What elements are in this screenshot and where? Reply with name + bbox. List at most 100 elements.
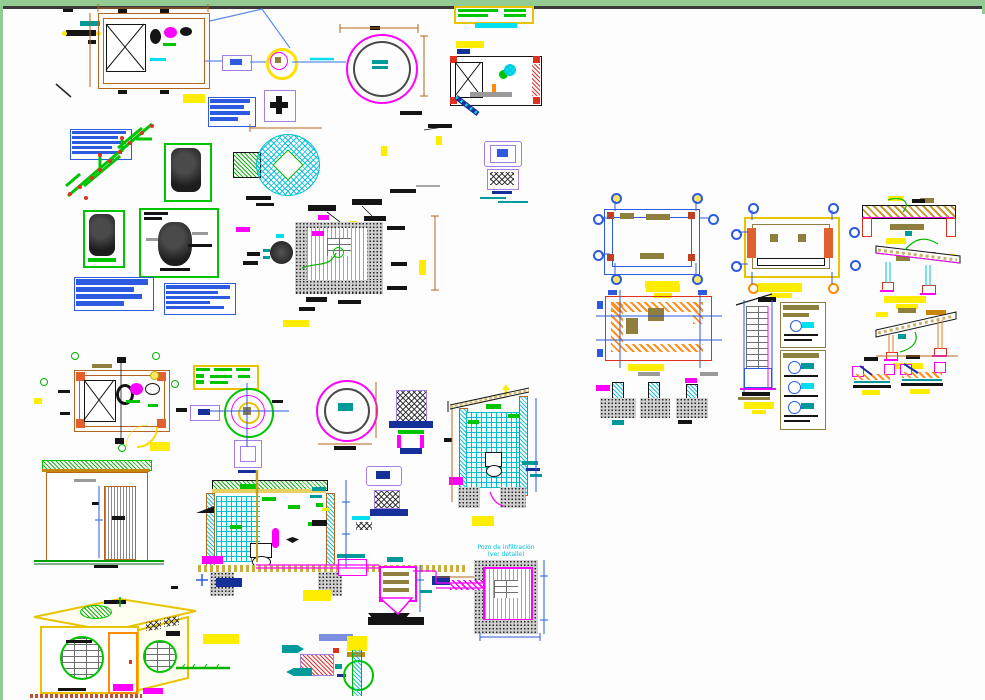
- dim-bar: [118, 90, 127, 94]
- dim-bar: [80, 21, 100, 26]
- grate-post: [397, 435, 401, 448]
- label-bar: [166, 631, 180, 636]
- cap-bar: [700, 372, 718, 376]
- brick-circle-side: [143, 640, 177, 673]
- pier-olive: [770, 234, 778, 242]
- ring-mark-yellow: [436, 136, 442, 145]
- label-yellow: [456, 41, 484, 48]
- column-stub: [648, 382, 660, 399]
- axis-bubble: [611, 274, 622, 285]
- dim-bar: [272, 400, 283, 403]
- ground-band: [198, 565, 468, 572]
- elevation-note: [74, 479, 96, 482]
- lavatory-plan-b: [145, 383, 160, 395]
- trap-box-lid: [337, 554, 365, 558]
- label-yellow: [150, 442, 170, 451]
- toilet-bowl-2: [486, 465, 502, 477]
- label-olive: [896, 256, 910, 261]
- table-row: [166, 296, 230, 299]
- cistern-detail-section: [487, 169, 519, 190]
- table-row: [76, 301, 124, 306]
- dim-teal: [310, 495, 322, 498]
- frame-left: [0, 0, 3, 700]
- label-green: [486, 404, 501, 409]
- cutaway-note: [144, 212, 168, 215]
- label-green: [88, 258, 116, 262]
- dim-teal: [905, 231, 912, 236]
- grate-bar-green: [398, 430, 424, 434]
- legend-text: [196, 368, 210, 371]
- tank-plan-circle-b: [316, 380, 378, 442]
- axis-bubble: [692, 274, 703, 285]
- dim-cyan: [276, 234, 284, 238]
- vent-slats: [164, 615, 179, 628]
- dim-teal: [263, 256, 270, 259]
- rebar-glyph-bar: [801, 363, 814, 369]
- grate-post: [420, 435, 424, 448]
- rebar-table-2: [780, 350, 826, 430]
- dim-teal: [530, 474, 542, 477]
- table-header: [783, 353, 819, 358]
- label-tan: [926, 310, 946, 315]
- dim-bar: [306, 297, 327, 302]
- label-yellow: [628, 364, 664, 371]
- axis-bubble: [593, 214, 604, 225]
- label-yellow: [896, 304, 918, 309]
- table-row: [166, 291, 218, 294]
- slab-teal-line: [902, 379, 942, 381]
- dim-bar: [256, 203, 274, 206]
- tank-plan-circle: [346, 34, 418, 104]
- table-row: [76, 287, 134, 292]
- label-olive: [92, 364, 112, 368]
- legend-swatch: [196, 374, 204, 378]
- cistern-hatch-b: [374, 490, 400, 509]
- table-row: [72, 131, 126, 134]
- column-orange: [157, 419, 166, 428]
- dim-bar: [387, 226, 405, 230]
- label-bar: [247, 252, 260, 256]
- tank-label-teal: [338, 403, 353, 411]
- funnel-glyph: [368, 613, 410, 624]
- dim-bar: [370, 26, 380, 30]
- notes-table-blue: [74, 277, 154, 311]
- beam-olive: [890, 224, 924, 230]
- frame-top: [0, 0, 985, 6]
- tank-xbox: [106, 24, 146, 72]
- brick-circle-front: [60, 636, 104, 680]
- bathroom-plan-b-inner: [79, 375, 165, 427]
- pit-gravel-base: [295, 280, 383, 293]
- biodigester-cutaway: [158, 222, 192, 266]
- fixture-note: [126, 400, 140, 403]
- column-stub: [612, 382, 624, 399]
- biodigester-photo-box-2: [83, 210, 125, 268]
- label-magenta: [318, 215, 329, 220]
- label-bar: [308, 205, 336, 211]
- label-magenta: [596, 385, 610, 391]
- pit-pipe-ring: [333, 247, 344, 258]
- label-green: [230, 525, 242, 529]
- legend-text: [214, 368, 232, 371]
- pipe-node: [62, 31, 67, 36]
- vent-slats: [146, 619, 161, 632]
- flow-arrow-teal: [286, 668, 312, 676]
- label-bar: [312, 520, 327, 526]
- slab-base: [853, 385, 891, 388]
- dim-cyan: [352, 516, 370, 520]
- label-yellow: [876, 312, 888, 317]
- table-text: [784, 375, 818, 377]
- slab-band: [611, 344, 703, 352]
- rebar-glyph: [788, 381, 801, 394]
- cistern-inner: [490, 145, 516, 163]
- elevation-door: [104, 486, 136, 560]
- label-yellow: [347, 636, 367, 651]
- label-yellow: [888, 196, 904, 201]
- table-row: [72, 136, 118, 139]
- spec-table-blue: [208, 97, 256, 127]
- footing-gravel: [676, 398, 708, 418]
- dim-bar: [160, 9, 169, 13]
- dim-bar: [428, 124, 452, 128]
- rebar-glyph-bar: [801, 403, 814, 409]
- ground-hatch: [30, 694, 142, 698]
- pipe-cyan: [150, 58, 166, 61]
- table-row: [72, 151, 122, 154]
